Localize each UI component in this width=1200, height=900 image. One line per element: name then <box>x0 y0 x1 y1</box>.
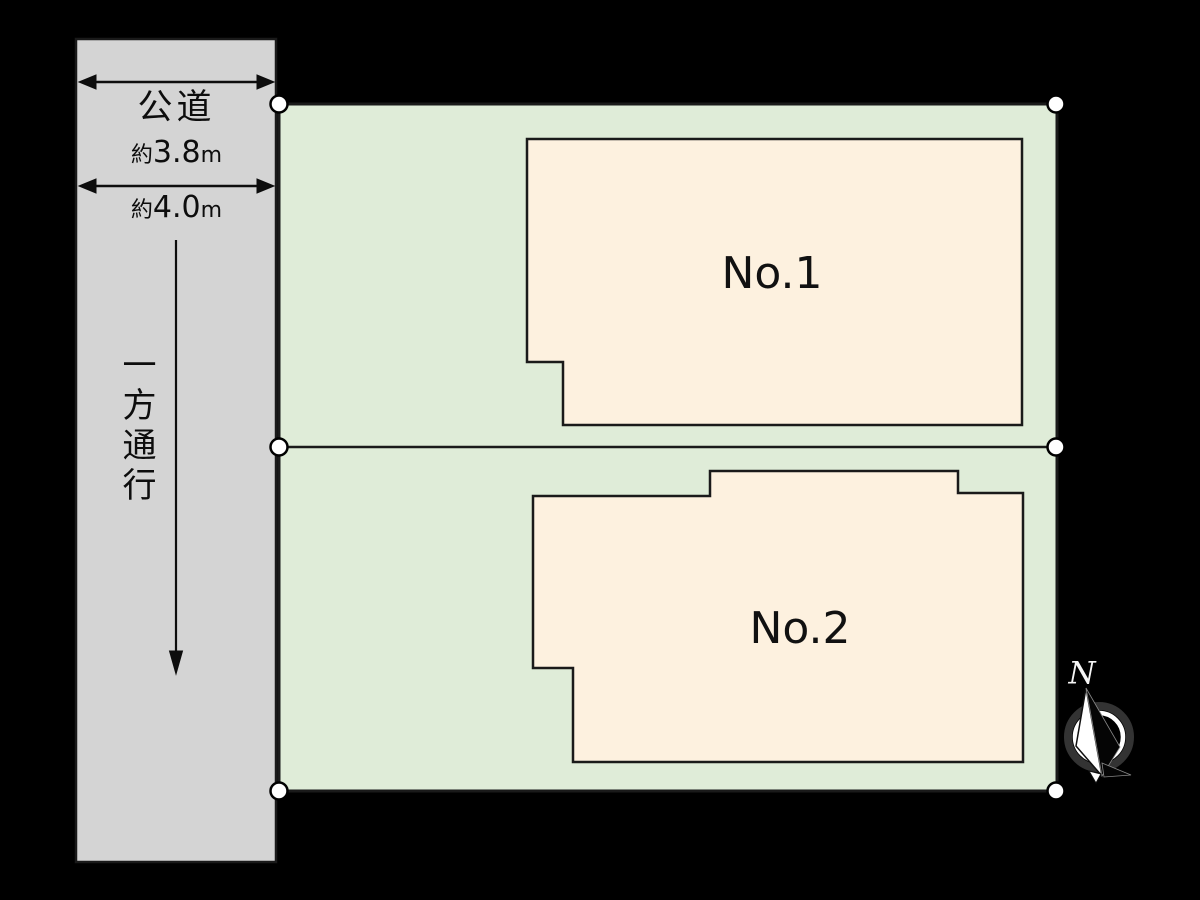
one-way-label: 一方通行 <box>116 347 156 507</box>
road-width-label-1: 約3.8m <box>76 138 277 168</box>
boundary-point-marker <box>1046 781 1066 801</box>
compass-north-label: N <box>1068 655 1096 692</box>
road-width-label-2: 約4.0m <box>76 193 277 223</box>
compass-icon <box>1064 687 1134 785</box>
width-unit: m <box>200 198 223 223</box>
compass-needle-tail <box>1087 770 1102 785</box>
plot-label-no2: No.2 <box>749 603 851 654</box>
boundary-point-marker <box>269 94 289 114</box>
boundary-point-marker <box>269 437 289 457</box>
boundary-point-marker <box>269 781 289 801</box>
boundary-point-marker <box>1046 94 1066 114</box>
road-label: 公道 <box>137 88 216 128</box>
width-value: 4.0 <box>152 190 201 225</box>
one-way-arrow <box>168 240 184 676</box>
road-width-arrow-bottom <box>77 178 276 194</box>
compass-needle-fin <box>1101 762 1132 778</box>
approx-prefix: 約 <box>130 143 153 168</box>
plot-label-no1: No.1 <box>721 248 823 299</box>
boundary-point-markers <box>269 94 1066 801</box>
compass-needle-black-half <box>1085 687 1121 778</box>
building-no2-footprint <box>531 469 1025 764</box>
width-value: 3.8 <box>152 135 201 170</box>
approx-prefix: 約 <box>130 198 153 223</box>
road-width-arrow-top <box>77 74 276 90</box>
boundary-point-marker <box>1046 437 1066 457</box>
width-unit: m <box>200 143 223 168</box>
building-no1-footprint <box>525 137 1024 427</box>
